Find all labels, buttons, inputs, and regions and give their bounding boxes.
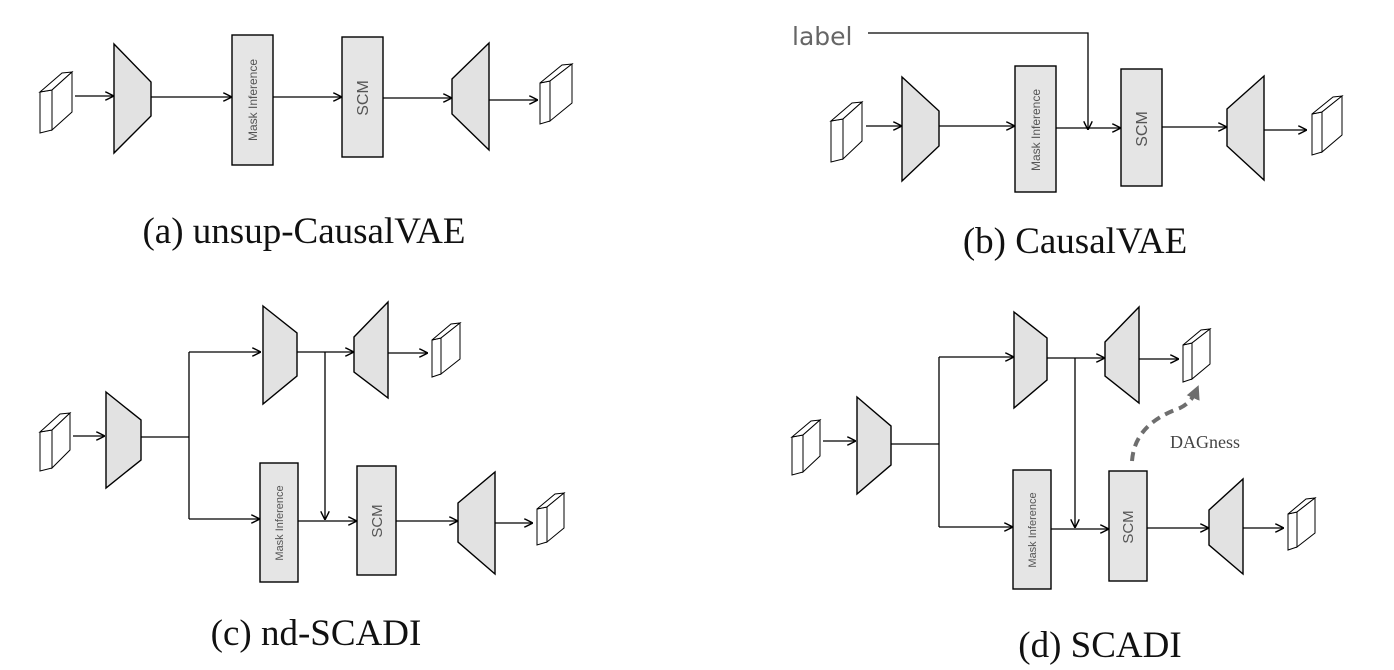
input-image-icon	[829, 100, 864, 163]
caption-b: (b) CausalVAE	[963, 221, 1187, 262]
scm-label: SCM	[1120, 510, 1137, 543]
dagness-dashed-arrow	[1130, 385, 1200, 462]
mask-inference-block	[231, 34, 274, 166]
panel-b: label Mask Inference SCM (b) CausalVAE	[792, 22, 1344, 262]
mask-inference-block	[1012, 469, 1052, 590]
panel-c: Mask Inference SCM (c) nd-SCADI	[38, 300, 566, 654]
output-image-icon	[539, 62, 574, 125]
mask-inference-block	[259, 462, 299, 583]
decoder-block	[353, 300, 389, 400]
scm-label: SCM	[1134, 111, 1151, 147]
output-image-icon	[431, 321, 462, 378]
decoder-block	[457, 470, 496, 576]
panel-a: Mask Inference SCM (a) unsup-CausalVAE	[38, 34, 574, 252]
mask-inference-label: Mask Inference	[246, 59, 260, 141]
mask-inference-label: Mask Inference	[1027, 492, 1039, 567]
panel-d: DAGness Mask Inference SCM (d) SCADI	[790, 305, 1317, 666]
scm-block	[1108, 470, 1148, 582]
input-image-icon	[790, 418, 822, 476]
caption-d: (d) SCADI	[1018, 625, 1181, 666]
mask-inference-label: Mask Inference	[274, 485, 286, 560]
encoder-block	[113, 42, 152, 155]
encoder-block	[901, 75, 940, 183]
output-image-icon	[1287, 496, 1317, 551]
scm-block	[356, 465, 397, 576]
scm-label: SCM	[355, 80, 372, 116]
input-image-icon	[38, 411, 72, 472]
label-input-text: label	[792, 22, 852, 51]
input-image-icon	[38, 70, 74, 134]
encoder-block	[262, 304, 298, 406]
caption-c: (c) nd-SCADI	[211, 613, 422, 654]
output-image-icon	[1311, 94, 1344, 156]
encoder-block	[1013, 310, 1048, 410]
decoder-block	[1208, 477, 1244, 576]
scm-label: SCM	[369, 504, 386, 537]
mask-inference-label: Mask Inference	[1029, 89, 1043, 171]
decoder-block	[1104, 305, 1140, 405]
decoder-block	[1226, 74, 1265, 182]
scm-block	[1120, 68, 1163, 187]
caption-a: (a) unsup-CausalVAE	[142, 211, 465, 252]
mask-inference-block	[1014, 65, 1057, 193]
scm-block	[341, 36, 384, 158]
label-arrow	[868, 32, 1088, 129]
output-image-icon	[1182, 327, 1212, 383]
shared-encoder-block	[856, 395, 892, 496]
decoder-block	[451, 41, 490, 152]
output-image-icon	[536, 491, 566, 546]
dagness-label: DAGness	[1170, 432, 1240, 452]
shared-encoder-block	[105, 390, 142, 490]
